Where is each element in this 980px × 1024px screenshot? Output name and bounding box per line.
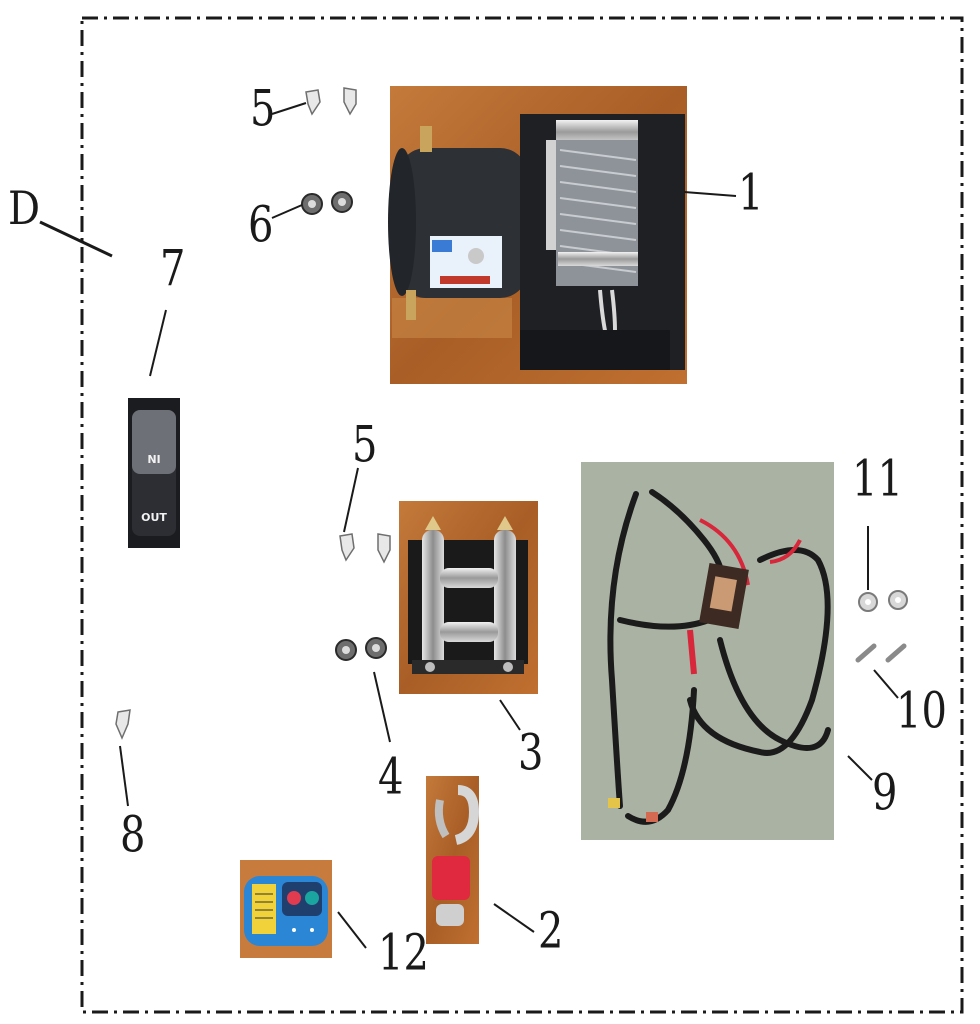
callout-12: 12 bbox=[378, 924, 429, 982]
callout-8: 8 bbox=[120, 806, 146, 864]
callout-10: 10 bbox=[896, 682, 947, 740]
callout-5-lower: 5 bbox=[352, 416, 378, 474]
nut-icon bbox=[335, 637, 387, 661]
callout-5-upper: 5 bbox=[250, 80, 276, 138]
callout-3: 3 bbox=[518, 724, 544, 782]
callout-leader-lines bbox=[119, 102, 899, 949]
wireless-remote-photo bbox=[240, 860, 332, 958]
section-leader-line bbox=[39, 220, 113, 258]
rocker-switch-photo: IN OUT bbox=[128, 398, 180, 548]
switch-out-label: OUT bbox=[141, 511, 167, 524]
callout-2: 2 bbox=[538, 902, 564, 960]
switch-in-label: IN bbox=[147, 452, 160, 465]
hook-photo bbox=[426, 776, 480, 944]
bolt-icon bbox=[305, 87, 357, 116]
winch-photo bbox=[388, 86, 687, 384]
nut-icon bbox=[301, 191, 353, 215]
washer-icon bbox=[858, 590, 908, 612]
wiring-harness-photo bbox=[581, 462, 834, 840]
callout-9: 9 bbox=[872, 764, 898, 822]
roller-fairlead-photo bbox=[399, 501, 538, 694]
callout-6: 6 bbox=[248, 196, 274, 254]
callout-7: 7 bbox=[160, 240, 186, 298]
bolt-icon bbox=[339, 533, 391, 564]
section-letter: D bbox=[8, 182, 41, 236]
section-boundary-frame bbox=[80, 16, 964, 1014]
callout-4: 4 bbox=[378, 748, 404, 806]
screw-icon bbox=[115, 709, 131, 740]
screw-icon bbox=[855, 643, 907, 663]
callout-1: 1 bbox=[738, 164, 764, 222]
callout-11: 11 bbox=[852, 450, 903, 508]
